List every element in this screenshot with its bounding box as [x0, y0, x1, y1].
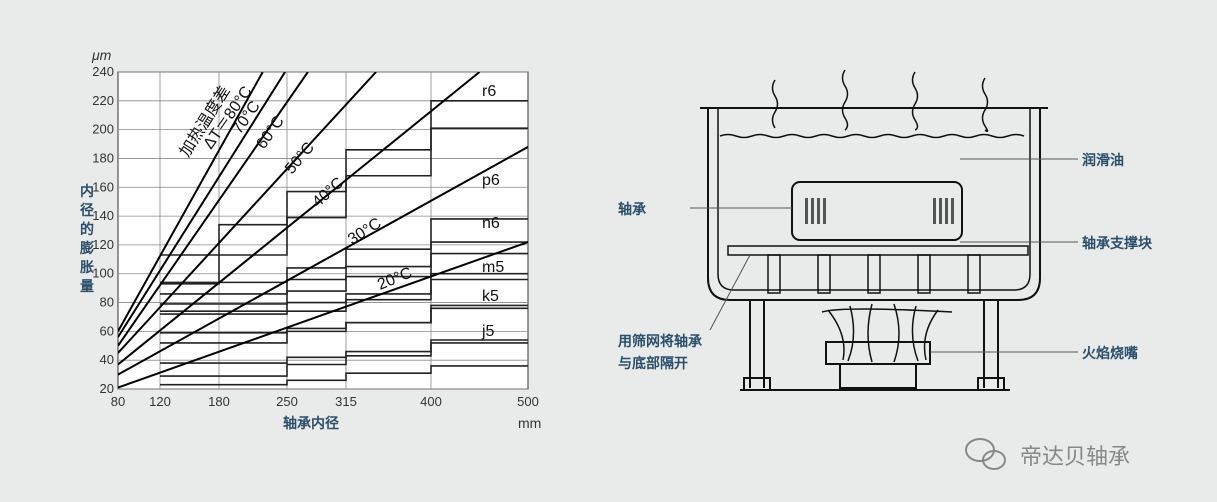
- fit-label-j5: j5: [481, 323, 495, 340]
- y-tick: 100: [92, 266, 114, 281]
- x-axis-label: 轴承内径: [283, 415, 339, 432]
- y-tick: 140: [92, 208, 114, 223]
- steam-2: [841, 69, 849, 131]
- x-tick: 250: [276, 394, 298, 409]
- oil-tank: [707, 108, 1041, 301]
- steam-1: [771, 79, 779, 129]
- fit-label-m5: m5: [482, 259, 504, 276]
- fit-label-r6: r6: [482, 83, 496, 100]
- label-support: 轴承支撑块: [1082, 235, 1153, 252]
- watermark-text: 帝达贝轴承: [1020, 445, 1130, 470]
- temp-line-1: [118, 72, 286, 338]
- x-tick: 315: [335, 394, 357, 409]
- heating-apparatus-diagram: 润滑油 轴承 轴承支撑块 用筛网将轴承 与底部隔开 火焰烧嘴: [618, 69, 1153, 391]
- fit-r6-upper: [160, 100, 528, 256]
- left-foot: [743, 377, 771, 391]
- y-axis-label: 内径的膨胀量: [80, 183, 94, 295]
- bearing-grille: [805, 198, 954, 224]
- y-tick: 60: [100, 323, 114, 338]
- x-tick-labels: 80 120 180 250 315 400 500: [111, 394, 539, 409]
- temp-line-0: [118, 72, 264, 332]
- y-tick: 120: [92, 237, 114, 252]
- temp-line-2: [118, 72, 309, 347]
- y-tick: 40: [100, 352, 114, 367]
- steam-4: [981, 77, 989, 133]
- leader-lines: [690, 158, 1078, 353]
- right-foot: [977, 377, 1005, 391]
- y-tick-labels: 20 40 60 80 100 120 140 160 180 200 220 240: [92, 64, 114, 396]
- temp-line-4: [118, 72, 481, 366]
- tank-legs: [749, 300, 999, 388]
- fit-j5-lower: [160, 365, 528, 386]
- fit-n6-upper: [160, 241, 528, 295]
- label-burner: 火焰烧嘴: [1082, 345, 1138, 362]
- flames: [827, 303, 939, 363]
- bearing-shape: [791, 181, 963, 241]
- fit-label-n6: n6: [482, 215, 500, 232]
- y-tick: 220: [92, 93, 114, 108]
- support-posts: [767, 254, 981, 294]
- temp-line-5: [118, 146, 528, 376]
- label-oil: 润滑油: [1082, 152, 1124, 169]
- y-tick: 160: [92, 179, 114, 194]
- x-tick: 80: [111, 394, 125, 409]
- temperature-lines: [118, 72, 528, 389]
- oil-surface: [719, 133, 1025, 139]
- label-bearing: 轴承: [618, 201, 646, 218]
- fit-labels: r6 p6 n6 m5 k5 j5: [481, 83, 504, 340]
- x-tick: 120: [149, 394, 171, 409]
- fit-m5-upper: [160, 272, 528, 312]
- steam-3: [911, 71, 919, 131]
- watermark: 帝达贝轴承: [965, 438, 1130, 470]
- temp-line-3: [118, 72, 377, 354]
- temp-line-6: [118, 241, 528, 389]
- y-tick: 20: [100, 381, 114, 396]
- x-unit: mm: [518, 415, 541, 431]
- label-screen-1: 用筛网将轴承: [618, 333, 702, 350]
- expansion-chart: 20 40 60 80 100 120 140 160 180 200 220 240 80 120 18…: [80, 47, 541, 432]
- fit-j5-upper: [160, 342, 528, 377]
- y-tick: 240: [92, 64, 114, 79]
- wechat-icon: [965, 438, 1006, 470]
- fit-r6-lower: [160, 127, 528, 285]
- burner-base: [839, 363, 917, 389]
- fit-label-k5: k5: [482, 288, 499, 305]
- screen-mesh: [727, 245, 1029, 256]
- x-tick: 180: [208, 394, 230, 409]
- label-screen-2: 与底部隔开: [618, 355, 688, 372]
- x-tick: 400: [420, 394, 442, 409]
- fit-label-p6: p6: [482, 172, 500, 189]
- y-tick: 80: [100, 295, 114, 310]
- x-tick: 500: [517, 394, 539, 409]
- y-unit: μm: [91, 47, 112, 63]
- tank-inner-wall: [717, 108, 1031, 291]
- y-tick: 200: [92, 122, 114, 137]
- y-tick: 180: [92, 150, 114, 165]
